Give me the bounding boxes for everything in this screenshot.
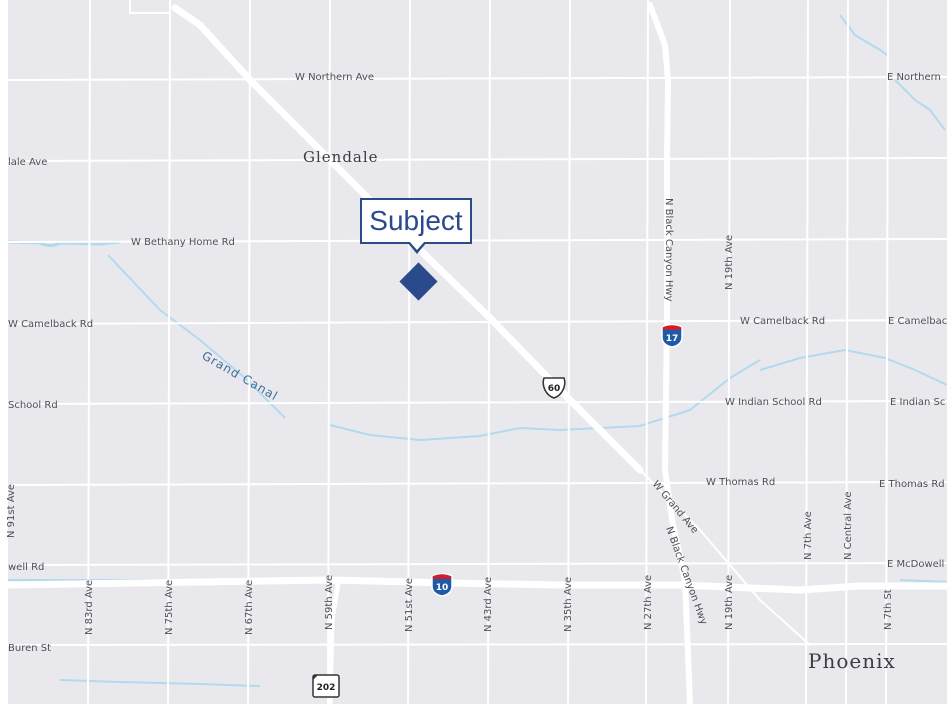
city-glendale: Glendale [303,148,379,166]
label-school-rd: School Rd [8,400,58,411]
label-w-camelback-mid: W Camelback Rd [740,316,825,327]
label-n-27th: N 27th Ave [643,575,654,630]
interstate-10-shield: 10 [431,573,453,597]
label-n-75th: N 75th Ave [164,580,175,635]
us-60-number: 60 [548,384,561,394]
label-e-northern: E Northern [887,72,941,83]
interstate-10-number: 10 [436,583,449,593]
sr-202-shield: 202 [312,674,340,698]
label-w-thomas: W Thomas Rd [706,477,775,488]
waterways [7,14,947,687]
sr-202-number: 202 [317,683,336,693]
subject-callout-label: Subject [369,205,463,236]
subject-callout[interactable]: Subject [360,198,472,244]
label-w-indian-school: W Indian School Rd [725,397,822,408]
label-n-19th-top: N 19th Ave [724,235,735,290]
label-n-51st: N 51st Ave [404,578,415,632]
label-n-91st: N 91st Ave [6,484,17,538]
interstate-17-number: 17 [666,334,679,344]
label-buren: Buren St [8,643,51,654]
label-w-camelback-left: W Camelback Rd [8,319,93,330]
label-e-thomas: E Thomas Rd [879,479,945,490]
label-n-67th: N 67th Ave [244,580,255,635]
label-e-camelback: E Camelbac [888,316,947,327]
label-n-59th: N 59th Ave [324,575,335,630]
minor-roads-horizontal [7,76,947,646]
label-n-7th-st: N 7th St [883,589,894,630]
label-n-43rd: N 43rd Ave [483,577,494,632]
label-n-19th-bottom: N 19th Ave [724,575,735,630]
map-left-margin [0,0,8,704]
city-phoenix: Phoenix [808,649,896,673]
us-60-shield: 60 [542,377,566,399]
label-w-bethany: W Bethany Home Rd [131,237,235,248]
label-n-black-canyon-top: N Black Canyon Hwy [663,198,674,302]
subject-callout-tail-inner [409,241,425,250]
label-glendale-ave: lale Ave [8,157,47,168]
label-n-35th: N 35th Ave [563,577,574,632]
label-w-northern: W Northern Ave [295,72,374,83]
label-n-central: N Central Ave [843,491,854,560]
label-mcdowell: well Rd [8,562,44,573]
interstate-17-shield: 17 [661,324,683,348]
label-e-indian-school: E Indian Sc [890,397,945,408]
label-e-mcdowell: E McDowell [887,559,944,570]
label-n-7th-ave: N 7th Ave [803,511,814,560]
label-n-83rd: N 83rd Ave [84,580,95,635]
